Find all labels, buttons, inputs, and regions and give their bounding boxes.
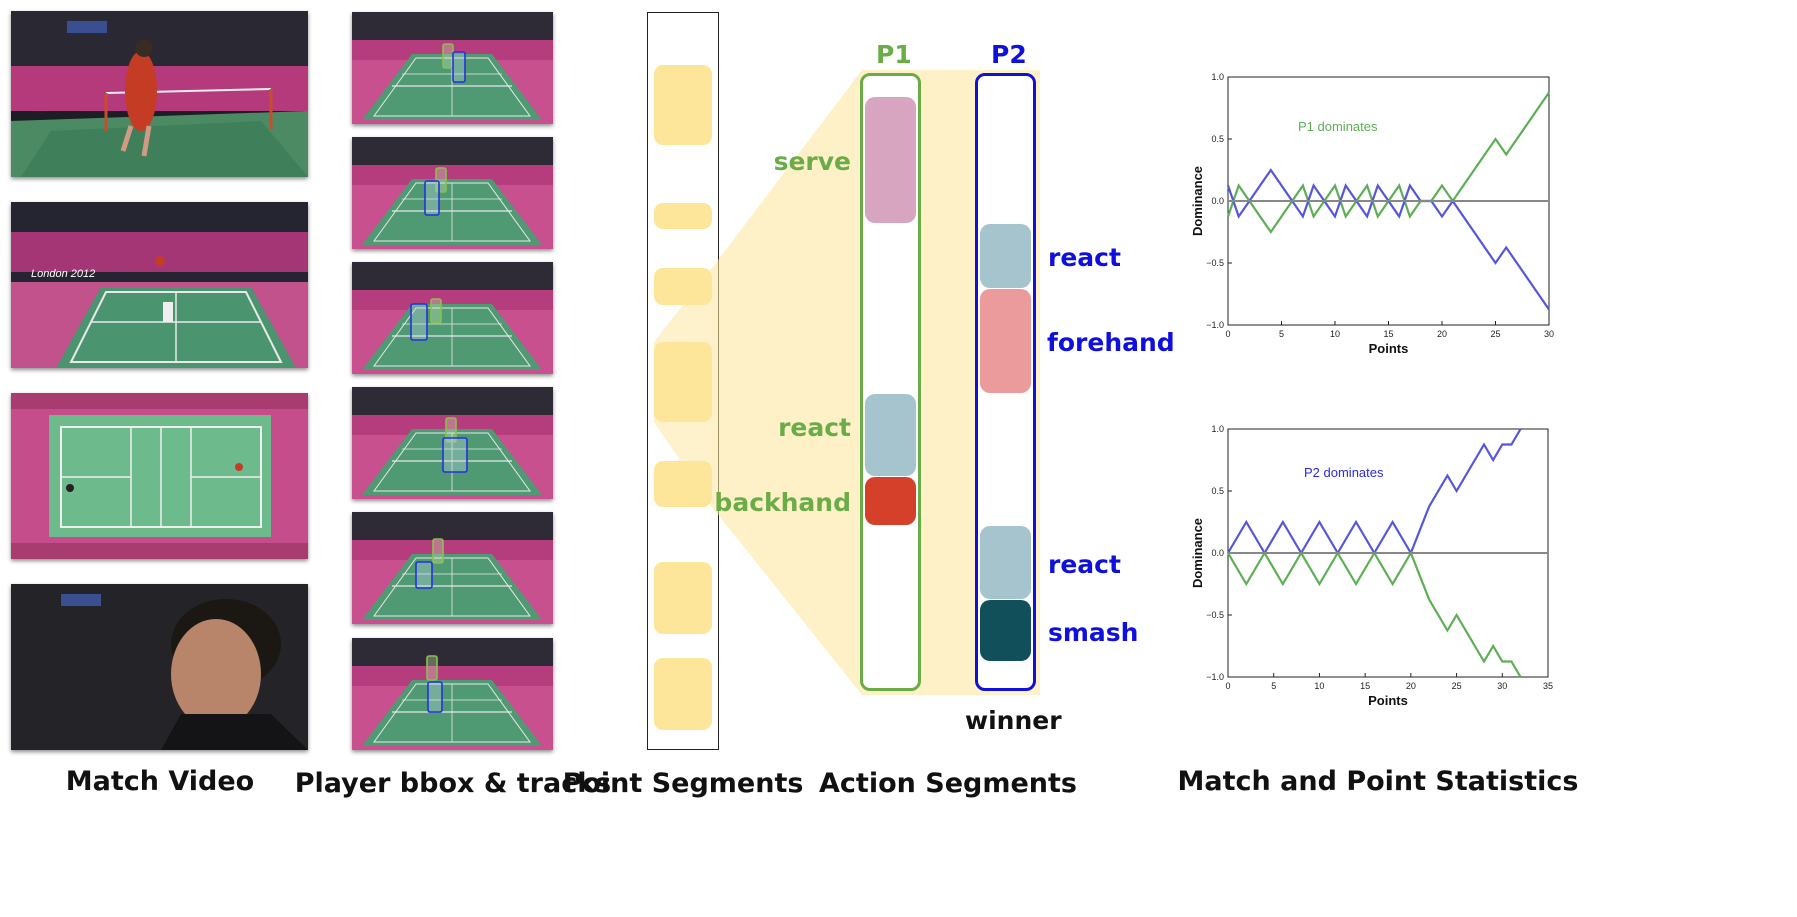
p2-segment-react-1 [980, 224, 1031, 288]
point-segment-6 [654, 562, 712, 634]
p1-label-react: react [778, 413, 851, 442]
y-tick-label: −1.0 [1206, 320, 1224, 330]
y-tick-label: −0.5 [1206, 610, 1224, 620]
video-frame-3 [11, 393, 308, 559]
x-tick-label: 30 [1544, 329, 1554, 339]
x-tick-label: 25 [1452, 681, 1462, 691]
svg-text:London 2012: London 2012 [31, 268, 95, 280]
p2-label-forehand: forehand [1047, 328, 1175, 357]
p2-segment-react-2 [980, 526, 1031, 599]
p2-bbox [427, 681, 443, 713]
x-tick-label: 15 [1360, 681, 1370, 691]
y-tick-label: 0.0 [1211, 548, 1224, 558]
track-frame-1 [352, 12, 553, 124]
p2-bbox [452, 51, 466, 83]
point-segment-7 [654, 658, 712, 730]
track-frame-6 [352, 638, 553, 750]
y-tick-label: 1.0 [1211, 424, 1224, 434]
caption-action-segments: Action Segments [819, 768, 1077, 799]
track-frame-2 [352, 137, 553, 249]
caption-point-segments: Point Segments [562, 768, 804, 799]
x-tick-label: 10 [1330, 329, 1340, 339]
y-tick-label: 0.5 [1211, 486, 1224, 496]
x-tick-label: 5 [1271, 681, 1276, 691]
p2-bbox [424, 180, 440, 216]
track-frame-4 [352, 387, 553, 499]
x-tick-label: 20 [1437, 329, 1447, 339]
p1-bbox [445, 417, 457, 443]
x-tick-label: 0 [1225, 329, 1230, 339]
point-segment-2 [654, 203, 712, 229]
chart-annotation: P1 dominates [1298, 119, 1378, 134]
caption-statistics: Match and Point Statistics [1177, 766, 1579, 797]
x-tick-label: 15 [1383, 329, 1393, 339]
p2-label-react-1: react [1048, 243, 1121, 272]
x-tick-label: 10 [1314, 681, 1324, 691]
y-axis-label: Dominance [1190, 166, 1205, 236]
caption-player-tracks: Player bbox & tracks [294, 768, 612, 799]
y-tick-label: 0.5 [1211, 134, 1224, 144]
p1-label-backhand: backhand [714, 488, 851, 517]
y-tick-label: 1.0 [1211, 72, 1224, 82]
x-tick-label: 25 [1490, 329, 1500, 339]
track-frame-3 [352, 262, 553, 374]
p2-segment-forehand [980, 289, 1031, 393]
x-tick-label: 20 [1406, 681, 1416, 691]
p2-label-smash: smash [1048, 618, 1139, 647]
video-frame-1 [11, 11, 308, 177]
track-frame-5 [352, 512, 553, 624]
p1-header: P1 [876, 40, 912, 69]
p2-header: P2 [991, 40, 1027, 69]
y-tick-label: 0.0 [1211, 196, 1224, 206]
p1-bbox [430, 298, 442, 324]
p1-segment-serve [865, 97, 916, 223]
x-tick-label: 30 [1497, 681, 1507, 691]
p2-bbox [442, 437, 468, 473]
p1-segment-backhand [865, 477, 916, 525]
series-line-2 [1227, 550, 1522, 678]
caption-match-video: Match Video [65, 766, 255, 797]
p1-label-serve: serve [773, 147, 851, 176]
x-tick-label: 0 [1225, 681, 1230, 691]
point-segment-1 [654, 65, 712, 145]
video-frame-4 [11, 584, 308, 750]
result-label-winner: winner [965, 706, 1062, 735]
series-line-1 [1227, 428, 1522, 556]
p1-bbox [432, 538, 444, 564]
p2-bbox [410, 303, 428, 341]
video-frame-2: London 2012 [11, 202, 308, 368]
x-axis-label: Points [1369, 341, 1409, 356]
p1-bbox [426, 655, 438, 681]
x-tick-label: 35 [1543, 681, 1553, 691]
y-tick-label: −1.0 [1206, 672, 1224, 682]
p2-label-react-2: react [1048, 550, 1121, 579]
chart-annotation: P2 dominates [1304, 465, 1384, 480]
p2-segment-smash [980, 600, 1031, 661]
p2-bbox [415, 561, 433, 589]
x-axis-label: Points [1368, 693, 1408, 708]
y-axis-label: Dominance [1190, 518, 1205, 588]
x-tick-label: 5 [1279, 329, 1284, 339]
y-tick-label: −0.5 [1206, 258, 1224, 268]
p1-segment-react [865, 394, 916, 476]
